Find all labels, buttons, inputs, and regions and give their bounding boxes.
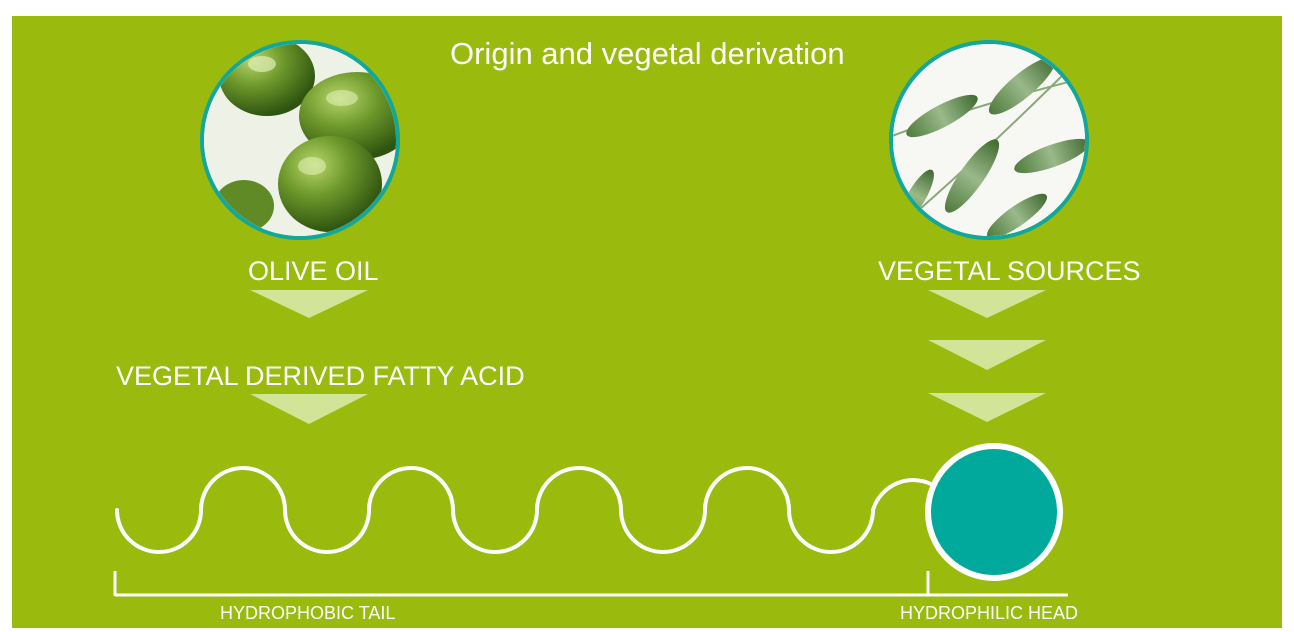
hydrophobic-tail-wave [117,468,931,552]
diagram-graphics [12,16,1282,628]
oat-photo [889,40,1093,245]
olive-oil-label: OLIVE OIL [248,258,379,285]
tail-bracket [115,571,928,596]
hydrophilic-head-circle [928,446,1060,578]
down-arrow-vegetal-1 [928,290,1046,318]
vegetal-sources-label: VEGETAL SOURCES [878,258,1141,285]
diagram-panel: Origin and vegetal derivation OLIVE OIL … [12,16,1282,628]
down-arrow-vegetal-3 [928,393,1046,422]
down-arrow-olive [250,290,368,318]
down-arrow-fatty-acid [250,394,368,424]
fatty-acid-label: VEGETAL DERIVED FATTY ACID [116,363,525,390]
hydrophilic-head-label: HYDROPHILIC HEAD [900,604,1078,622]
hydrophobic-tail-label: HYDROPHOBIC TAIL [220,604,395,622]
olive-photo [200,36,415,244]
diagram-title: Origin and vegetal derivation [450,38,845,69]
down-arrow-vegetal-2 [928,340,1046,370]
